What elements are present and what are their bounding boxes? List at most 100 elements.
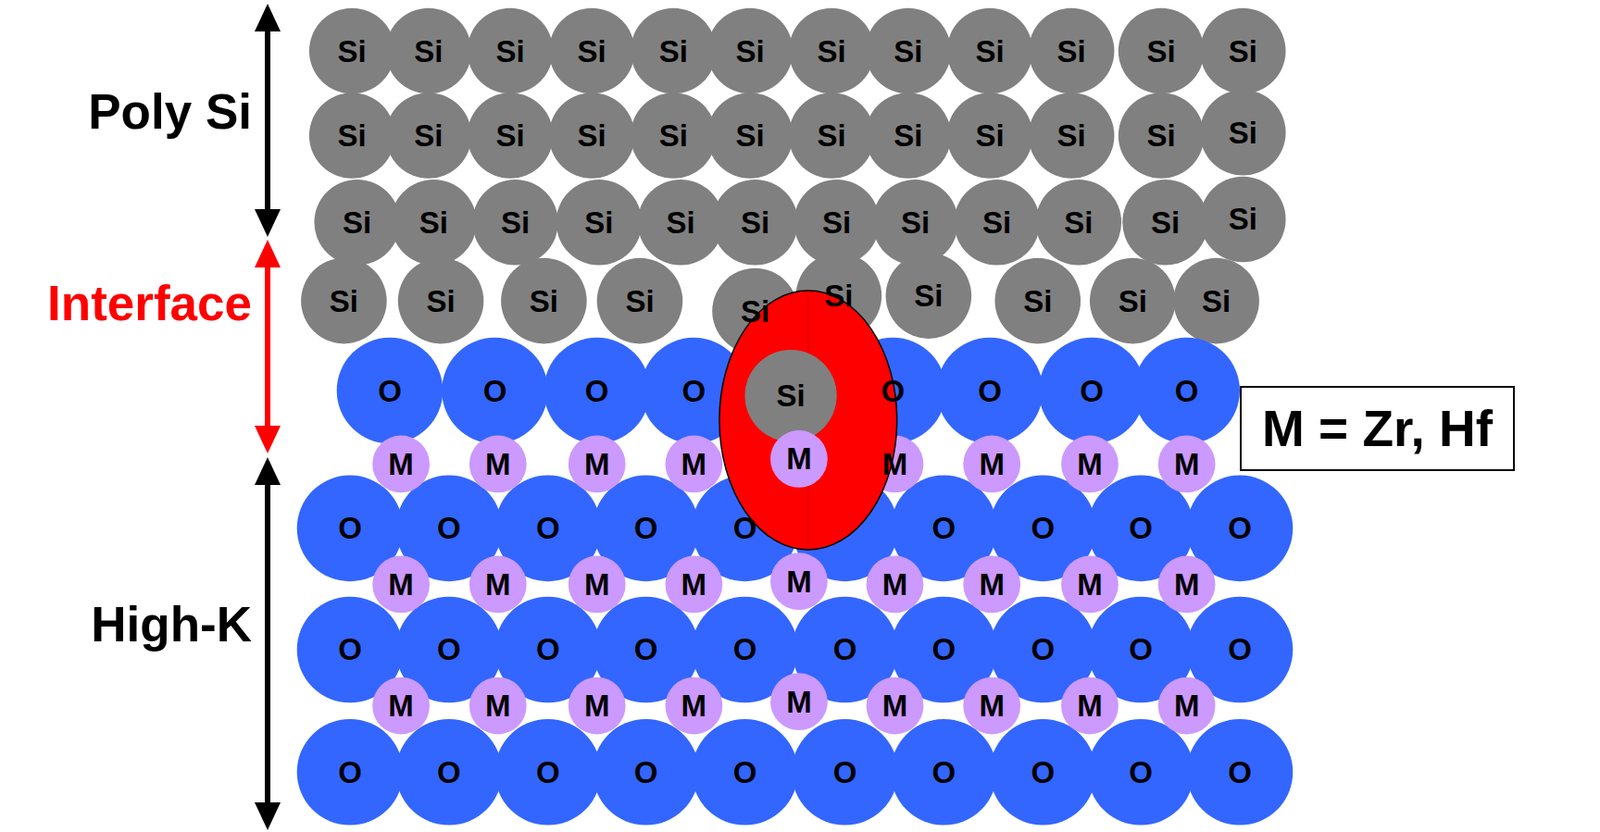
atom-circle: Si [549, 92, 636, 179]
metal-atom [770, 673, 828, 731]
oxygen-atom [890, 719, 998, 826]
atom-circle: Si [1118, 92, 1205, 179]
metal-atom [1061, 677, 1119, 736]
poly-si-bracket [264, 22, 271, 232]
layer-label: Interface [47, 276, 252, 331]
atom-circle: Si [1173, 258, 1260, 345]
atom-circle: M [1061, 677, 1119, 736]
atom-label: Si [1118, 286, 1148, 317]
oxygen-atom [1038, 337, 1146, 445]
atom-label: O [977, 375, 1002, 407]
silicon-atom [467, 92, 554, 179]
atom-label: M [882, 690, 909, 722]
atom-circle: Si [707, 92, 794, 179]
metal-atom [469, 677, 527, 736]
metal-atom [1158, 556, 1216, 614]
atom-label: Si [822, 207, 851, 238]
metal-atom [372, 556, 430, 614]
atom-circle: Si [467, 8, 554, 95]
silicon-atom [630, 92, 717, 179]
atom-circle: O [1187, 475, 1294, 583]
atom-label: O [337, 512, 363, 544]
atom-label: O [1227, 634, 1252, 665]
atom-label: Si [817, 36, 847, 67]
atom-label: Si [419, 207, 449, 238]
atom-label: O [1128, 757, 1153, 788]
defect-highlight [719, 290, 898, 550]
atom-circle: O [1087, 719, 1195, 826]
atom-circle: Si [313, 179, 400, 266]
atom-label: O [337, 757, 363, 788]
note-box: M = Zr, Hf [1239, 386, 1515, 473]
atom-label: O [437, 757, 462, 788]
interface-bracket [264, 259, 271, 436]
atom-label: O [932, 757, 957, 788]
silicon-atom [947, 8, 1034, 95]
atom-label: M [1076, 569, 1103, 600]
silicon-atom [1200, 176, 1287, 263]
silicon-atom [1036, 179, 1123, 266]
oxygen-atom [494, 719, 601, 826]
atom-label: Si [775, 380, 805, 412]
atom-circle: M [866, 556, 925, 614]
atom-circle: Si [796, 252, 883, 339]
atom-circle: M [372, 436, 430, 494]
oxygen-atom [297, 719, 404, 826]
atom-label: M [978, 449, 1005, 480]
atom-circle: Si [1200, 89, 1287, 176]
metal-atom [469, 556, 527, 614]
atom-label: O [1227, 512, 1252, 544]
atom-circle: Si [712, 268, 799, 355]
atom-label: O [733, 757, 758, 788]
silicon-atom [707, 92, 794, 179]
atom-label: Si [975, 120, 1004, 151]
atom-circle: Si [1089, 258, 1176, 345]
atom-label: Si [1023, 286, 1052, 317]
atom-circle: Si [390, 179, 477, 266]
atom-label: O [1128, 634, 1153, 665]
atom-circle: O [396, 597, 503, 704]
atom-circle: Si [549, 8, 636, 95]
atom-label: M [584, 690, 611, 722]
atom-circle: Si [398, 258, 485, 345]
atom-circle: Si [947, 92, 1034, 179]
atom-circle: Si [788, 8, 875, 95]
atom-label: M [1076, 449, 1103, 480]
atom-circle: M [469, 556, 527, 614]
atom-circle: Si [953, 179, 1040, 266]
atom-label: Si [982, 207, 1012, 238]
silicon-atom [947, 92, 1034, 179]
silicon-atom [630, 8, 717, 95]
atom-label: M [681, 690, 708, 722]
silicon-atom [1118, 8, 1205, 95]
metal-atom [962, 436, 1021, 494]
atom-label: Si [735, 36, 764, 67]
silicon-atom [398, 258, 485, 345]
atom-label: M [786, 566, 813, 598]
metal-atom [469, 436, 527, 494]
atom-label: O [634, 757, 659, 788]
atom-circle: Si [712, 179, 799, 266]
atom-circle: Si [637, 179, 725, 266]
atom-circle: M [568, 436, 626, 494]
atom-circle: Si [300, 258, 388, 345]
atom-circle: Si [386, 8, 473, 95]
metal-atom [372, 677, 430, 736]
atom-label: O [585, 375, 610, 407]
atom-circle: O [592, 719, 700, 826]
atom-circle: Si [1028, 92, 1115, 179]
metal-atom [1061, 436, 1119, 494]
atom-circle: O [989, 719, 1097, 826]
atom-circle: O [494, 475, 601, 583]
atom-label: Si [817, 120, 847, 151]
silicon-atom [1122, 179, 1209, 266]
atom-circle: Si [865, 92, 952, 179]
atom-label: M [882, 569, 909, 600]
atom-label: Si [893, 120, 923, 151]
metal-atom [665, 436, 724, 494]
silicon-atom [300, 258, 388, 345]
atom-circle: M [962, 677, 1021, 736]
atom-circle: M [962, 436, 1021, 494]
atom-circle: O [1038, 337, 1146, 445]
atom-circle: O [494, 597, 601, 704]
